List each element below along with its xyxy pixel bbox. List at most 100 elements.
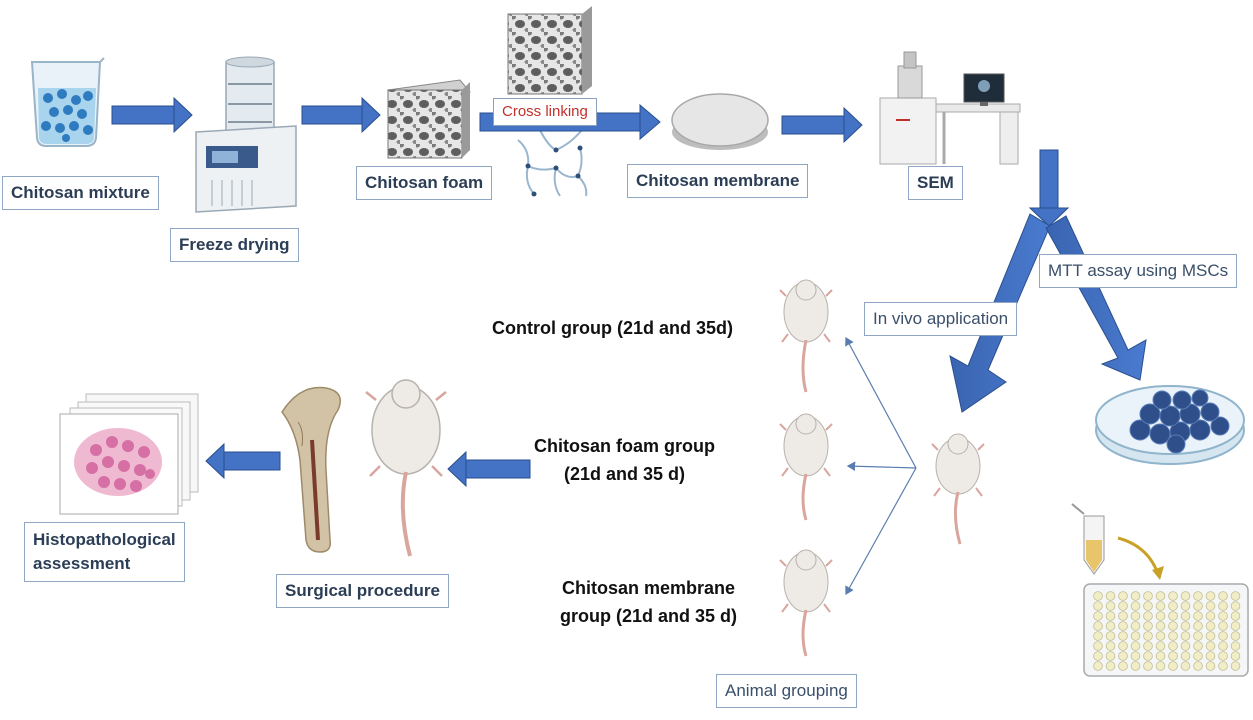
well: [1218, 591, 1228, 601]
arrow-to-mtt: [1045, 215, 1147, 381]
well: [1118, 641, 1128, 651]
label-chitosan-foam: Chitosan foam: [356, 166, 493, 200]
well: [1193, 651, 1203, 661]
group-control: Control group (21d and 35d): [492, 318, 733, 338]
well: [1130, 651, 1141, 661]
well: [1168, 601, 1178, 611]
label-surgical-procedure: Surgical procedure: [276, 574, 449, 608]
well: [1205, 661, 1216, 671]
well: [1105, 661, 1116, 671]
well: [1143, 661, 1153, 671]
well: [1218, 631, 1228, 641]
group-foam-line-2: (21d and 35 d): [563, 464, 686, 484]
well: [1193, 591, 1203, 601]
rat-icon-central: [931, 433, 985, 545]
well: [1155, 591, 1166, 601]
label-histo-line-1: Histopathological: [33, 530, 176, 549]
well: [1105, 601, 1116, 611]
well: [1105, 591, 1116, 601]
well: [1193, 631, 1203, 641]
well: [1155, 641, 1166, 651]
label-freeze-drying: Freeze drying: [170, 228, 299, 262]
label-cross-linking: Cross linking: [493, 98, 597, 126]
well: [1118, 591, 1128, 601]
rat-icon-membrane: [779, 549, 833, 657]
well: [1130, 661, 1141, 671]
well: [1168, 621, 1178, 631]
well: [1230, 641, 1241, 651]
well: [1168, 651, 1178, 661]
label-mtt-assay: MTT assay using MSCs: [1039, 254, 1238, 288]
rat-icon-foam: [779, 413, 833, 521]
well: [1155, 611, 1166, 621]
well: [1093, 591, 1103, 601]
well: [1118, 631, 1128, 641]
well: [1155, 621, 1166, 631]
well: [1180, 651, 1191, 661]
label-sem: SEM: [908, 166, 963, 200]
group-foam: Chitosan foam group (21d and 35 d): [534, 432, 715, 488]
well: [1093, 641, 1103, 651]
well: [1093, 611, 1103, 621]
well: [1230, 621, 1241, 631]
well: [1130, 611, 1141, 621]
histology-slides-icon: [59, 393, 199, 515]
well: [1093, 601, 1103, 611]
transfer-arrow: [1117, 536, 1160, 575]
group-membrane: Chitosan membrane group (21d and 35 d): [560, 574, 737, 630]
well: [1130, 621, 1141, 631]
well: [1143, 641, 1153, 651]
well: [1180, 631, 1191, 641]
rat-icon-surgery: [365, 379, 447, 557]
well: [1143, 611, 1153, 621]
well: [1143, 651, 1153, 661]
sem-microscope-icon: [879, 51, 1021, 165]
well: [1143, 621, 1153, 631]
well: [1118, 661, 1128, 671]
well: [1193, 611, 1203, 621]
well: [1168, 641, 1178, 651]
thin-arrow-foam: [846, 461, 917, 472]
well: [1193, 641, 1203, 651]
well: [1168, 661, 1178, 671]
well: [1155, 631, 1166, 641]
crosslink-network-icon: [517, 129, 588, 197]
well: [1205, 641, 1216, 651]
group-membrane-line-1: Chitosan membrane: [561, 578, 736, 598]
well: [1180, 641, 1191, 651]
well: [1093, 631, 1103, 641]
well: [1168, 631, 1178, 641]
well: [1180, 601, 1191, 611]
well: [1230, 651, 1241, 661]
well: [1218, 651, 1228, 661]
well: [1105, 651, 1116, 661]
well: [1180, 621, 1191, 631]
well: [1105, 641, 1116, 651]
well: [1193, 621, 1203, 631]
well: [1218, 601, 1228, 611]
well: [1143, 601, 1153, 611]
well: [1230, 611, 1241, 621]
well: [1130, 631, 1141, 641]
well: [1218, 621, 1228, 631]
well: [1118, 621, 1128, 631]
well: [1205, 651, 1216, 661]
arrow-dryer-to-foam: [301, 96, 381, 134]
arrow-mixture-to-dryer: [111, 96, 193, 134]
label-in-vivo: In vivo application: [864, 302, 1018, 336]
group-membrane-line-2: group (21d and 35 d): [560, 606, 738, 626]
rat-icon-control: [779, 279, 833, 393]
well: [1205, 621, 1216, 631]
well: [1168, 591, 1178, 601]
arrow-surgery-to-histology: [205, 442, 281, 480]
well: [1193, 601, 1203, 611]
well: [1118, 651, 1128, 661]
well: [1230, 591, 1241, 601]
well: [1130, 641, 1141, 651]
well-plate-icon: [1083, 583, 1249, 677]
beaker-icon: [30, 57, 105, 147]
well: [1155, 661, 1166, 671]
well: [1205, 591, 1216, 601]
well: [1118, 601, 1128, 611]
well: [1180, 591, 1191, 601]
